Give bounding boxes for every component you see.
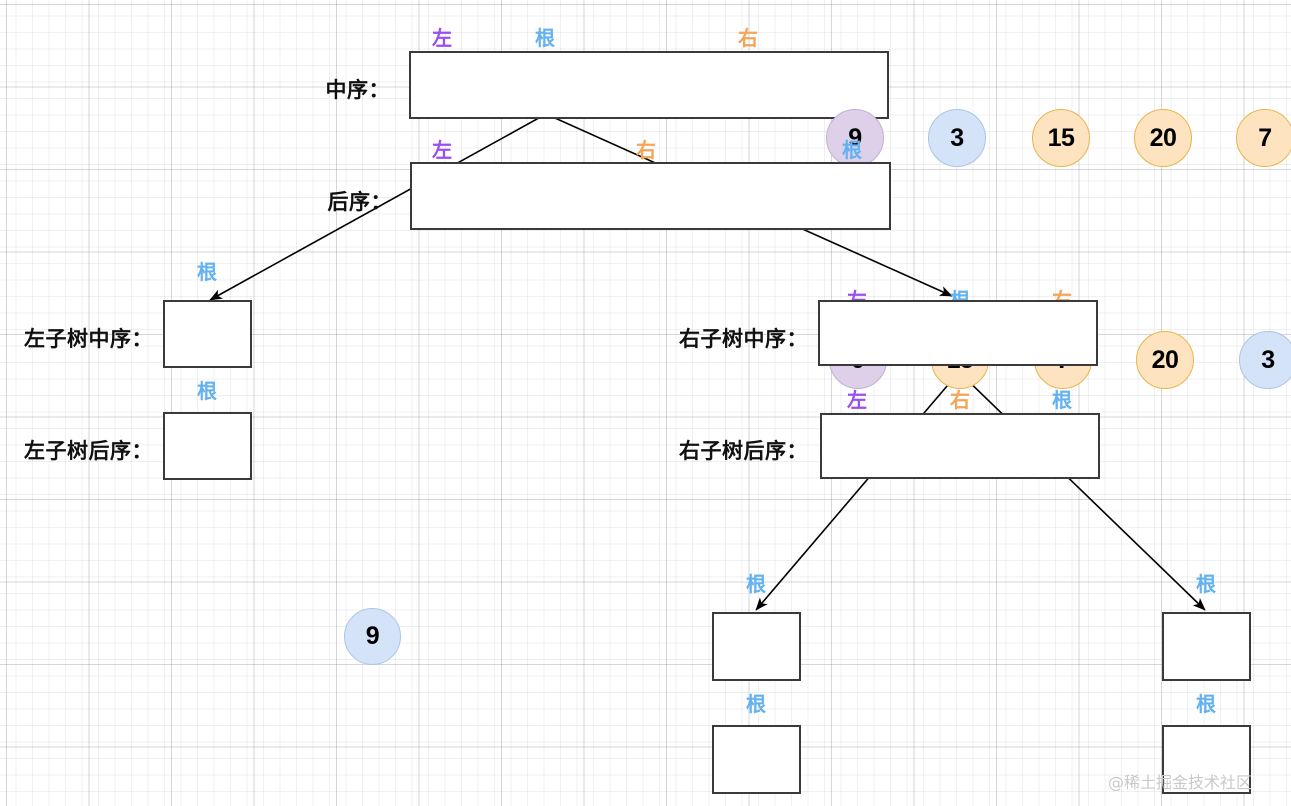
watermark-text: @稀土掘金技术社区 — [1108, 773, 1253, 792]
box-leaf15-postorder: 15 — [712, 725, 801, 794]
box-leaf7-inorder: 7 — [1162, 612, 1251, 681]
node-inorder-full-0: 9 — [826, 109, 884, 167]
tag-root-row1: 根 — [535, 28, 555, 50]
node-inorder-full-1: 3 — [928, 109, 986, 167]
tag-left-right-postorder: 左 — [847, 390, 867, 412]
box-right-subtree-postorder: 15 7 20 — [820, 413, 1100, 479]
tag-root-left-inorder: 根 — [197, 262, 217, 284]
box-inorder-full: 9 3 15 20 7 — [409, 51, 1291, 167]
node-left-subtree-inorder-0: 9 — [344, 608, 401, 665]
tag-right-row1: 右 — [738, 28, 758, 50]
label-inorder-full: 中序： — [325, 79, 390, 102]
tag-right-row2: 右 — [636, 140, 656, 162]
label-left-subtree-inorder: 左子树中序： — [24, 328, 153, 351]
box-right-subtree-inorder: 15 20 7 — [818, 300, 1098, 366]
box-postorder-full: 9 15 7 20 3 — [410, 162, 1291, 389]
label-postorder-full: 后序： — [327, 191, 392, 214]
tag-root-right-postorder: 根 — [1052, 390, 1072, 412]
tag-right-right-postorder: 右 — [950, 390, 970, 412]
box-left-subtree-postorder: 9 — [163, 412, 252, 480]
box-left-subtree-inorder: 9 — [163, 300, 401, 665]
node-inorder-full-2: 15 — [1032, 109, 1090, 167]
label-left-subtree-postorder: 左子树后序： — [24, 440, 153, 463]
node-postorder-full-3: 20 — [1136, 331, 1194, 389]
tag-root-leaf7-postorder: 根 — [1196, 694, 1216, 716]
tag-left-row2: 左 — [432, 140, 452, 162]
label-right-subtree-inorder: 右子树中序： — [679, 328, 808, 351]
tag-root-left-postorder: 根 — [197, 381, 217, 403]
tag-root-leaf15-postorder: 根 — [746, 694, 766, 716]
tag-root-leaf15-inorder: 根 — [746, 574, 766, 596]
label-right-subtree-postorder: 右子树后序： — [679, 440, 808, 463]
tag-root-leaf7-inorder: 根 — [1196, 574, 1216, 596]
node-postorder-full-4: 3 — [1239, 331, 1291, 389]
tag-left-row1: 左 — [432, 28, 452, 50]
node-inorder-full-3: 20 — [1134, 109, 1192, 167]
node-inorder-full-4: 7 — [1236, 109, 1291, 167]
box-leaf15-inorder: 15 — [712, 612, 801, 681]
box-leaf7-postorder: 7 — [1162, 725, 1251, 794]
tag-root-row2: 根 — [842, 140, 862, 162]
